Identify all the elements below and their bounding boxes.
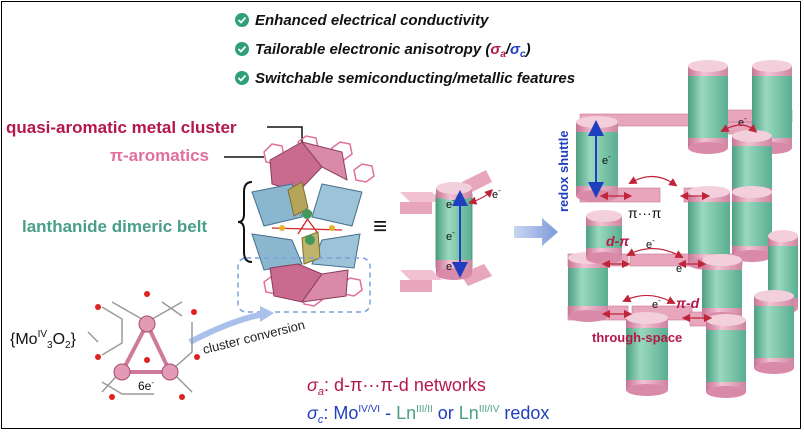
redox-shuttle-label: redox shuttle: [556, 130, 571, 212]
electron-label: e-: [446, 228, 455, 243]
single-unit: e- e- e- e-: [400, 170, 501, 292]
leader-line: [267, 126, 303, 144]
cylinder-top: [626, 312, 668, 324]
cylinder-top: [752, 60, 792, 72]
cylinder-top: [706, 314, 746, 326]
cylinder-body: [688, 72, 728, 142]
check-circle-icon: [235, 13, 249, 27]
figure-frame: Enhanced electrical conductivity Tailora…: [1, 1, 801, 429]
cylinder-body: [688, 198, 730, 258]
cylinder-body: [732, 142, 772, 192]
cylinder-top: [732, 130, 772, 142]
feature-text: Switchable semiconducting/metallic featu…: [255, 70, 575, 87]
brace: [237, 181, 253, 263]
cylinder-top: [754, 290, 794, 302]
cylinder-bottom: [568, 310, 608, 322]
check-circle-icon: [235, 42, 249, 56]
pi-aromatics-label: π-aromatics: [110, 146, 209, 165]
electron-label: e-: [446, 258, 455, 273]
cylinder-body: [752, 72, 792, 142]
electron-label: e-: [602, 152, 611, 167]
mo-cluster-structure: 6e-: [87, 291, 200, 400]
cylinder-bottom: [754, 362, 794, 374]
electron-label: e-: [676, 260, 685, 275]
sigma-c-line: σc: MoIV/VI - LnIII/II or LnIII/IV redox: [307, 403, 549, 426]
cylinder-top: [768, 230, 798, 242]
feature-item: Switchable semiconducting/metallic featu…: [235, 70, 575, 87]
feature-text: Enhanced electrical conductivity: [255, 12, 489, 29]
cylinder-bottom: [586, 252, 622, 264]
pi-pi-label: π···π: [628, 205, 662, 221]
cylinder-bottom: [688, 142, 728, 154]
electron-label: e-: [738, 114, 747, 129]
sigma-a-line: σa: d-π···π-d networks: [307, 375, 486, 398]
electron-label: e-: [492, 186, 501, 201]
cylinder-bottom: [706, 386, 746, 398]
cluster-structure: [251, 135, 375, 307]
cylinder-body: [702, 266, 742, 312]
cylinder-bottom: [732, 250, 772, 262]
conversion-arrow: [188, 311, 265, 345]
quasi-aromatic-label: quasi-aromatic metal cluster: [6, 118, 237, 137]
cylinder-top: [688, 60, 728, 72]
cylinder-bottom: [626, 384, 668, 396]
feature-item: Enhanced electrical conductivity: [235, 12, 489, 29]
pi-d-label: π-d: [676, 295, 700, 311]
network-assembly: [567, 60, 798, 398]
equivalence-symbol: ≡: [373, 213, 387, 240]
electron-label: e-: [646, 236, 655, 251]
cylinder-body: [586, 222, 622, 252]
mo-formula: {MoIV3O2}: [10, 329, 77, 351]
cluster-conversion-label: cluster conversion: [201, 317, 306, 357]
six-electron-label: 6e-: [138, 378, 154, 393]
cylinder-body: [568, 264, 608, 310]
feature-text: Tailorable electronic anisotropy (σa/σc): [255, 41, 531, 60]
cylinder-top: [702, 254, 742, 266]
graphical-abstract: Enhanced electrical conductivity Tailora…: [6, 12, 798, 426]
d-pi-label: d-π: [606, 233, 630, 249]
lanthanide-belt-label: lanthanide dimeric belt: [22, 217, 207, 236]
feature-list: Enhanced electrical conductivity Tailora…: [235, 12, 575, 87]
cylinder-body: [626, 324, 668, 384]
cylinder-body: [754, 302, 794, 362]
cylinder-top: [586, 210, 622, 222]
check-circle-icon: [235, 71, 249, 85]
cylinder-body: [706, 326, 746, 386]
feature-item: Tailorable electronic anisotropy (σa/σc): [235, 41, 531, 60]
electron-label: e-: [446, 196, 455, 211]
cylinder-top: [732, 186, 772, 198]
cylinder-body: [732, 198, 772, 250]
cylinder-top: [576, 116, 618, 128]
highlight-box: [237, 257, 371, 313]
through-space-label: through-space: [592, 330, 682, 345]
transform-arrow: [514, 218, 558, 246]
